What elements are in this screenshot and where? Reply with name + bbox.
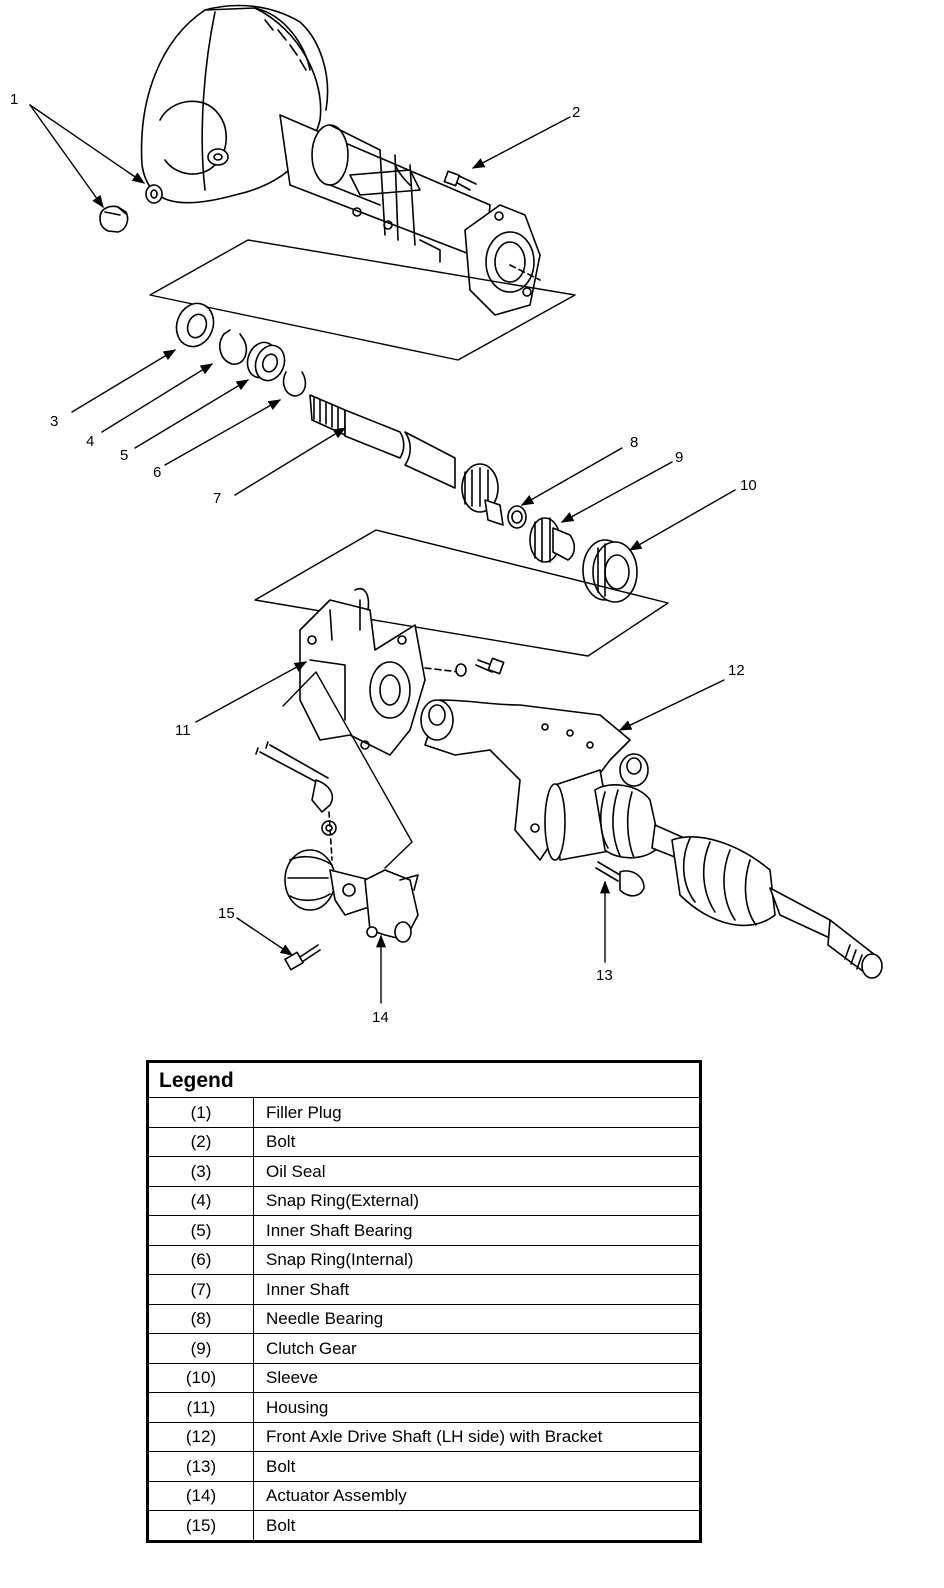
legend-row: (14)Actuator Assembly xyxy=(147,1480,701,1511)
callout-12: 12 xyxy=(728,662,745,679)
differential-carrier xyxy=(140,4,541,316)
legend-description: Clutch Gear xyxy=(253,1333,701,1364)
callout-labels: 1 2 3 4 5 6 7 8 9 10 11 12 13 14 15 xyxy=(10,91,757,1026)
legend-row: (1)Filler Plug xyxy=(147,1097,701,1128)
snap-ring-internal xyxy=(282,371,307,397)
callout-11: 11 xyxy=(175,722,191,739)
legend-description: Front Axle Drive Shaft (LH side) with Br… xyxy=(253,1421,701,1452)
legend-description: Bolt xyxy=(253,1451,701,1482)
legend-description: Sleeve xyxy=(253,1362,701,1393)
callout-9: 9 xyxy=(675,449,683,466)
legend-number: (5) xyxy=(147,1215,254,1246)
legend-description: Actuator Assembly xyxy=(253,1480,701,1511)
legend-row: (5)Inner Shaft Bearing xyxy=(147,1215,701,1246)
legend-description: Housing xyxy=(253,1392,701,1423)
legend-number: (7) xyxy=(147,1274,254,1305)
legend-header-row: Legend xyxy=(147,1061,701,1098)
legend-row: (10)Sleeve xyxy=(147,1362,701,1393)
callout-15: 15 xyxy=(218,905,235,922)
legend-row: (2)Bolt xyxy=(147,1126,701,1157)
callout-1: 1 xyxy=(10,91,18,108)
legend-row: (12)Front Axle Drive Shaft (LH side) wit… xyxy=(147,1421,701,1452)
callout-4: 4 xyxy=(86,433,94,450)
legend-description: Snap Ring(Internal) xyxy=(253,1244,701,1275)
legend-number: (12) xyxy=(147,1421,254,1452)
legend-number: (2) xyxy=(147,1126,254,1157)
legend-number: (11) xyxy=(147,1392,254,1423)
housing xyxy=(299,588,505,756)
inner-shaft-bearing xyxy=(246,341,286,382)
actuator-assembly xyxy=(255,741,419,971)
clutch-gear xyxy=(529,517,576,563)
snap-ring-external xyxy=(219,329,248,365)
legend-row: (6)Snap Ring(Internal) xyxy=(147,1244,701,1275)
legend-row: (13)Bolt xyxy=(147,1451,701,1482)
legend-number: (3) xyxy=(147,1156,254,1187)
oil-seal xyxy=(175,302,215,348)
legend-description: Inner Shaft Bearing xyxy=(253,1215,701,1246)
legend-row: (3)Oil Seal xyxy=(147,1156,701,1187)
callout-10: 10 xyxy=(740,477,757,494)
exploded-view-diagram: 1 2 3 4 5 6 7 8 9 10 11 12 13 14 15 xyxy=(10,4,883,1026)
legend-description: Bolt xyxy=(253,1510,701,1542)
legend-description: Oil Seal xyxy=(253,1156,701,1187)
legend-number: (8) xyxy=(147,1303,254,1334)
legend-row: (15)Bolt xyxy=(147,1510,701,1542)
filler-plug xyxy=(99,184,163,233)
needle-bearing xyxy=(507,505,527,529)
inner-shaft xyxy=(309,394,504,526)
callout-3: 3 xyxy=(50,413,58,430)
callout-2: 2 xyxy=(572,104,580,121)
callout-14: 14 xyxy=(372,1009,389,1026)
legend-title: Legend xyxy=(147,1061,701,1098)
front-axle-drive-shaft xyxy=(420,699,883,979)
legend-number: (10) xyxy=(147,1362,254,1393)
legend-description: Snap Ring(External) xyxy=(253,1185,701,1216)
legend-number: (13) xyxy=(147,1451,254,1482)
callout-13: 13 xyxy=(596,967,613,984)
legend-row: (4)Snap Ring(External) xyxy=(147,1185,701,1216)
leader-lines xyxy=(29,104,736,1004)
legend-number: (4) xyxy=(147,1185,254,1216)
callout-6: 6 xyxy=(153,464,161,481)
legend-row: (7)Inner Shaft xyxy=(147,1274,701,1305)
legend-row: (11)Housing xyxy=(147,1392,701,1423)
legend-description: Filler Plug xyxy=(253,1097,701,1128)
legend-number: (14) xyxy=(147,1480,254,1511)
legend-number: (1) xyxy=(147,1097,254,1128)
callout-5: 5 xyxy=(120,447,128,464)
legend-description: Needle Bearing xyxy=(253,1303,701,1334)
legend-row: (8)Needle Bearing xyxy=(147,1303,701,1334)
callout-8: 8 xyxy=(630,434,638,451)
legend-row: (9)Clutch Gear xyxy=(147,1333,701,1364)
legend-number: (9) xyxy=(147,1333,254,1364)
legend-number: (15) xyxy=(147,1510,254,1542)
callout-7: 7 xyxy=(213,490,221,507)
legend-table: Legend (1)Filler Plug (2)Bolt (3)Oil Sea… xyxy=(146,1060,702,1543)
legend-description: Bolt xyxy=(253,1126,701,1157)
legend-description: Inner Shaft xyxy=(253,1274,701,1305)
legend-number: (6) xyxy=(147,1244,254,1275)
